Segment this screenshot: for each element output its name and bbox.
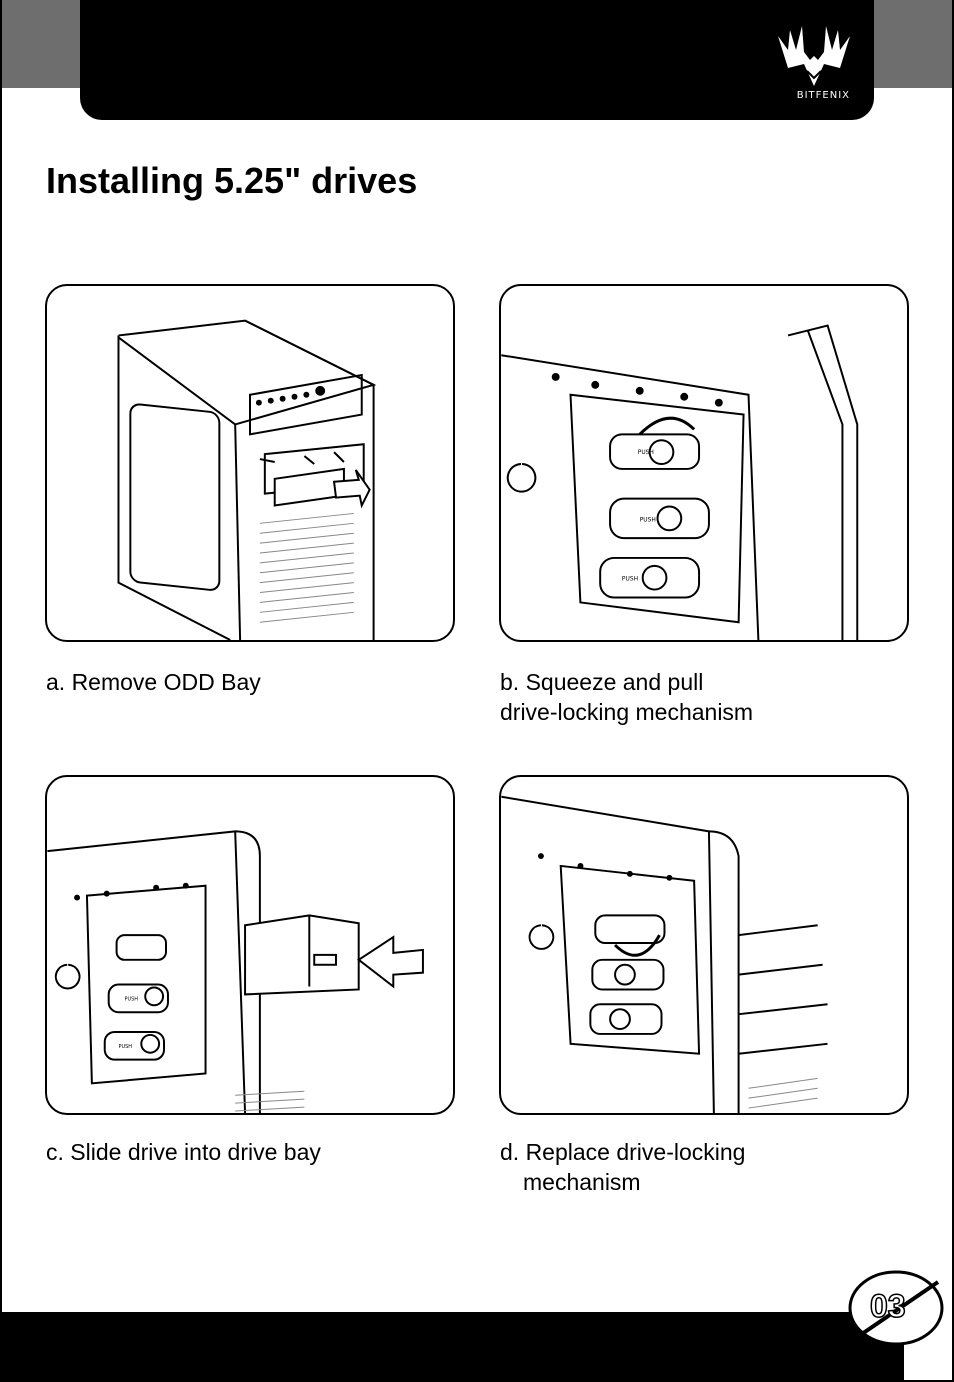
step-c-line-1: c. Slide drive into drive bay (46, 1139, 321, 1165)
push-label: PUSH (638, 449, 654, 456)
header-bar: BITFENIX (80, 0, 874, 120)
brand-wordmark: BITFENIX (796, 90, 850, 101)
bitfenix-logo (778, 26, 850, 86)
illustration-squeeze-pull: PUSH PUSH PUSH (499, 284, 909, 642)
step-a-caption: a. Remove ODD Bay (46, 667, 261, 697)
corner-tab-right (872, 0, 952, 88)
illustration-slide-drive: PUSH PUSH (45, 775, 455, 1115)
corner-tab-left (2, 0, 82, 88)
push-label: PUSH (119, 1044, 133, 1050)
step-c-caption: c. Slide drive into drive bay (46, 1137, 321, 1167)
illustration-remove-odd-bay (45, 284, 455, 642)
illustration-replace-mechanism (499, 775, 909, 1115)
page-number: 03 (869, 1287, 906, 1325)
push-label: PUSH (622, 576, 638, 583)
case-illustration (117, 319, 377, 640)
page-number-badge-icon (848, 1270, 944, 1346)
bay-illustration: PUSH PUSH PUSH (501, 324, 859, 640)
step-d-line-1: d. Replace drive-locking (500, 1139, 746, 1165)
push-label: PUSH (640, 516, 656, 523)
step-b-line-2: drive-locking mechanism (500, 699, 754, 725)
page-title: Installing 5.25" drives (46, 160, 418, 201)
drive-illustration: PUSH PUSH (47, 830, 424, 1113)
bay-illustration-2 (501, 795, 828, 1113)
step-b-caption: b. Squeeze and pull drive-locking mechan… (500, 667, 753, 727)
push-label: PUSH (124, 996, 138, 1002)
step-d-line-2: mechanism (523, 1169, 641, 1195)
step-b-line-1: b. Squeeze and pull (500, 669, 704, 695)
footer-bar (0, 1312, 904, 1382)
step-a-line-1: a. Remove ODD Bay (46, 669, 261, 695)
step-d-caption: d. Replace drive-locking mechanism (500, 1137, 745, 1197)
